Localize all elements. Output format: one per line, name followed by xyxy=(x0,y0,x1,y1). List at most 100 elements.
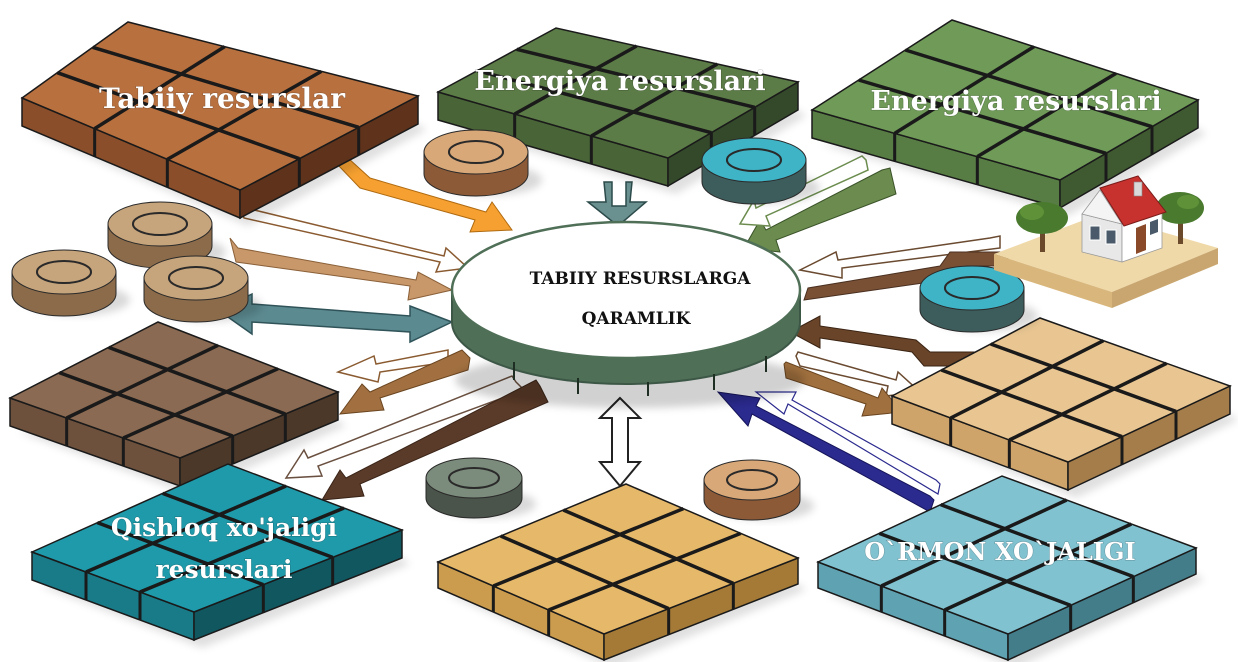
tile-top-left: Tabiiy resurslar xyxy=(20,21,426,226)
tile-grid-line xyxy=(96,521,264,587)
disc-top xyxy=(703,459,801,501)
disc-ring xyxy=(726,469,778,491)
arrow-outline-house-to-hub xyxy=(797,235,1001,279)
disc-ring xyxy=(725,148,783,172)
tile-grid-line xyxy=(893,45,1035,135)
hub-top xyxy=(450,220,802,360)
disc-left-b xyxy=(11,249,130,317)
disc-right xyxy=(919,265,1038,333)
tile-grid-line xyxy=(93,45,226,131)
tile-grid-line xyxy=(940,503,1134,579)
disc-ring xyxy=(943,276,1001,300)
house-window-left xyxy=(1089,225,1101,241)
tile-grid-line xyxy=(878,531,1072,607)
arrow-brown-hub-to-left xyxy=(338,349,471,415)
house-ground-right xyxy=(1112,248,1218,308)
tile-grid-line xyxy=(904,48,1153,129)
tile-grid-line xyxy=(476,68,712,135)
tile-grid-line xyxy=(166,69,323,161)
tile-grid-line xyxy=(949,339,1105,420)
tile-grid-line xyxy=(562,508,735,585)
disc-top xyxy=(143,255,249,301)
disc-ring xyxy=(448,467,500,489)
tile-grid-line xyxy=(513,44,638,116)
tile-grid-line xyxy=(122,367,279,440)
tile-grid-line xyxy=(58,371,234,438)
tile-top-center: Energiya resurslari xyxy=(436,27,806,194)
tile-middle-left xyxy=(8,321,346,494)
tile-label: resurslari xyxy=(156,555,293,584)
hub-title-line2: QARAMLIK xyxy=(582,309,692,329)
tile-grid-line xyxy=(976,71,1117,159)
arrow-tan-left-to-hub xyxy=(229,237,454,301)
discs xyxy=(11,129,1038,521)
tile-bottom-left: Qishloq xo'jaligi resurslari xyxy=(30,463,410,648)
disc-top-a xyxy=(423,129,542,197)
disc-bottom-a xyxy=(425,457,536,519)
house-window-front xyxy=(1105,229,1117,245)
tile-grid-line xyxy=(139,506,345,594)
tile-grid-line xyxy=(108,345,286,416)
tree-right-highlight xyxy=(1177,195,1199,209)
tile-label: Tabiiy resurslar xyxy=(99,82,346,115)
disc-top xyxy=(423,129,529,175)
tile-grid-line xyxy=(590,62,719,138)
disc-bottom-b xyxy=(703,459,814,521)
tree-left-trunk xyxy=(1040,226,1045,252)
tile-grid-line xyxy=(56,71,300,161)
tile-grid-line xyxy=(92,45,360,130)
disc-top xyxy=(425,457,523,499)
disc-top-b xyxy=(701,137,820,205)
arrow-double-vertical-bottom xyxy=(597,396,643,488)
disc-top xyxy=(107,201,213,247)
tile-grid-line xyxy=(548,531,742,612)
hub-title-line1: TABIIY RESURSLARGA xyxy=(530,269,752,289)
tile-grid-line xyxy=(880,498,1068,588)
house-gable xyxy=(1081,189,1123,225)
arrow-outline-bottom-left xyxy=(284,375,526,479)
disc-ring xyxy=(447,140,505,164)
house-door xyxy=(1136,224,1146,254)
tile-grid-line xyxy=(516,47,756,110)
tile-grid-line xyxy=(943,522,1133,612)
tile-grid-line xyxy=(499,534,670,611)
house-roof xyxy=(1099,175,1167,227)
tile-grid-line xyxy=(162,491,334,559)
house-ground-left xyxy=(994,254,1112,308)
tile-label: Energiya resurslari xyxy=(474,66,765,97)
tile-grid-line xyxy=(492,507,684,588)
tree-left-highlight xyxy=(1020,204,1044,220)
tile-grid-line xyxy=(858,78,1107,156)
disc-ring xyxy=(131,212,189,236)
tile-top-right: Energiya resurslari xyxy=(810,19,1206,216)
hub: TABIIY RESURSLARGA QARAMLIK xyxy=(450,220,805,408)
hub-side-segments xyxy=(513,356,767,396)
tile-label: Energiya resurslari xyxy=(870,86,1161,117)
arrow-top-center-down xyxy=(585,181,649,227)
tile-label: Qishloq xo'jaligi xyxy=(111,513,337,542)
tile-bottom-right: O`RMON XO`JALIGI xyxy=(816,475,1204,662)
house-scene xyxy=(994,175,1218,308)
tree-right-trunk xyxy=(1178,216,1183,244)
arrow-outline-left-lower xyxy=(335,349,449,383)
arrows xyxy=(216,155,1009,513)
disc-top xyxy=(701,137,807,183)
tile-grid-line xyxy=(940,368,1123,439)
disc-top xyxy=(11,249,117,295)
tile-grid-line xyxy=(990,342,1177,413)
disc-ring xyxy=(35,260,93,284)
tile-middle-right xyxy=(890,317,1238,498)
tile-grid-line xyxy=(65,343,219,420)
tile-label: O`RMON XO`JALIGI xyxy=(864,537,1136,566)
tile-grid-line xyxy=(1008,361,1168,442)
house-window-side xyxy=(1150,219,1158,235)
tile-grid-line xyxy=(85,484,287,574)
disc-ring xyxy=(167,266,225,290)
tile-bottom-center xyxy=(436,483,806,662)
disc-top xyxy=(919,265,1025,311)
disc-left-c xyxy=(143,255,262,323)
arrow-brown-right-to-hub xyxy=(788,315,989,367)
house-chimney xyxy=(1133,181,1143,197)
